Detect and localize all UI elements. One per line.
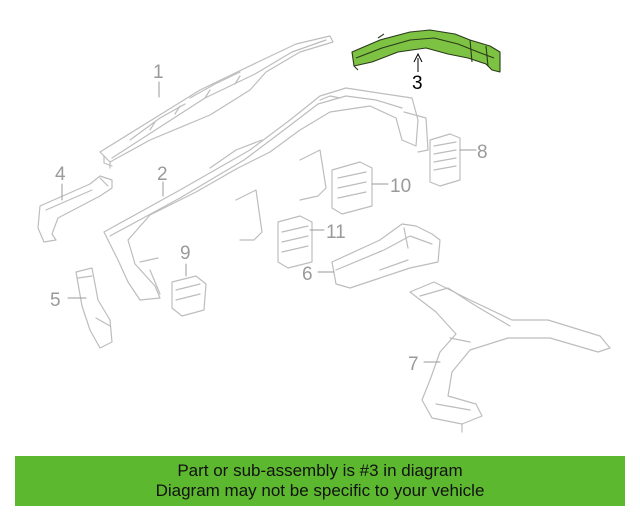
- part-6-center-duct: [331, 223, 441, 289]
- callout-11: 11: [326, 222, 346, 243]
- banner-line-2: Diagram may not be specific to your vehi…: [155, 481, 485, 500]
- part-3-highlighted[interactable]: [351, 29, 501, 73]
- part-11-vent: [277, 215, 313, 269]
- part-5-lower-duct: [75, 267, 113, 349]
- callout-9: 9: [180, 243, 191, 264]
- callout-5: 5: [50, 290, 61, 311]
- part-4-side-duct: [37, 175, 113, 243]
- banner-line-1: Part or sub-assembly is #3 in diagram: [177, 461, 463, 480]
- callout-6: 6: [302, 264, 313, 285]
- callout-3: 3: [412, 73, 423, 94]
- callout-8: 8: [477, 142, 488, 163]
- part-7-floor-duct: [409, 281, 611, 433]
- part-10-vent: [331, 161, 373, 215]
- info-banner: Part or sub-assembly is #3 in diagram Di…: [15, 456, 625, 506]
- part-2-main-duct: [103, 87, 429, 301]
- callout-7: 7: [408, 354, 419, 375]
- part-8-vent: [429, 133, 461, 187]
- callout-1: 1: [153, 62, 164, 83]
- part-1-defroster-nozzle: [99, 35, 334, 169]
- part-9-vent: [171, 275, 207, 317]
- callout-4: 4: [55, 164, 66, 185]
- callout-2: 2: [157, 164, 168, 185]
- parts-diagram: 1 2 3 4 5 6 7 8 9 10 11: [37, 29, 611, 433]
- callout-10: 10: [390, 176, 411, 197]
